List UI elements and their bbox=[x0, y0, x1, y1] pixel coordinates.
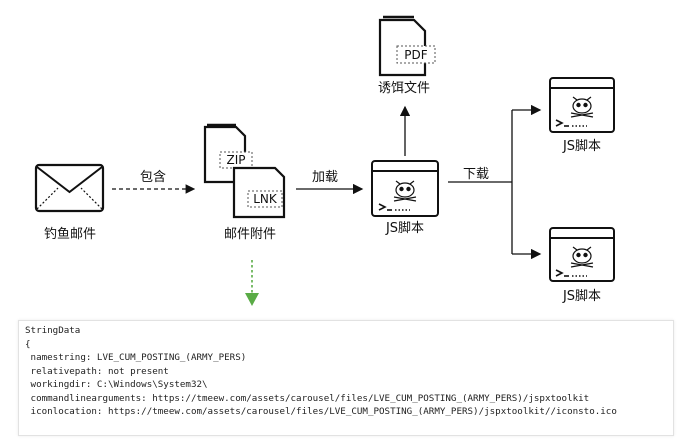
code-line: iconlocation: https://tmeew.com/assets/c… bbox=[25, 406, 617, 417]
load-label: 加载 bbox=[312, 170, 338, 185]
green-down-arrow bbox=[245, 260, 259, 306]
lnk-string-data-panel: StringData { namestring: LVE_CUM_POSTING… bbox=[18, 320, 674, 436]
phishing-email-label: 钓鱼邮件 bbox=[44, 226, 96, 242]
lnk-file-icon bbox=[232, 166, 286, 219]
lnk-tag: LNK bbox=[253, 192, 278, 206]
js-script-bottom-label: JS脚本 bbox=[562, 288, 601, 304]
js-script-window-icon bbox=[549, 227, 615, 282]
js-script-window-icon bbox=[371, 160, 439, 217]
code-line: { bbox=[25, 338, 31, 350]
code-line: commandlinearguments: https://tmeew.com/… bbox=[25, 392, 590, 404]
attachment-label: 邮件附件 bbox=[224, 227, 276, 242]
js-script-window-icon bbox=[549, 77, 615, 133]
code-line: StringData bbox=[25, 325, 81, 336]
zip-tag: ZIP bbox=[227, 153, 246, 167]
code-line: workingdir: C:\Windows\System32\ bbox=[25, 379, 208, 390]
code-line: relativepath: not present bbox=[25, 365, 169, 377]
js-script-top-label: JS脚本 bbox=[562, 138, 601, 154]
pdf-tag: PDF bbox=[404, 48, 427, 62]
js-script-center-label: JS脚本 bbox=[385, 220, 424, 236]
contains-label: 包含 bbox=[140, 169, 166, 185]
code-line: namestring: LVE_CUM_POSTING_(ARMY_PERS) bbox=[25, 352, 247, 363]
download-label: 下载 bbox=[463, 167, 489, 182]
download-arrows bbox=[448, 104, 542, 260]
decoy-file-label: 诱饵文件 bbox=[378, 81, 430, 96]
envelope-icon bbox=[34, 163, 105, 213]
pdf-file-icon bbox=[378, 15, 436, 77]
